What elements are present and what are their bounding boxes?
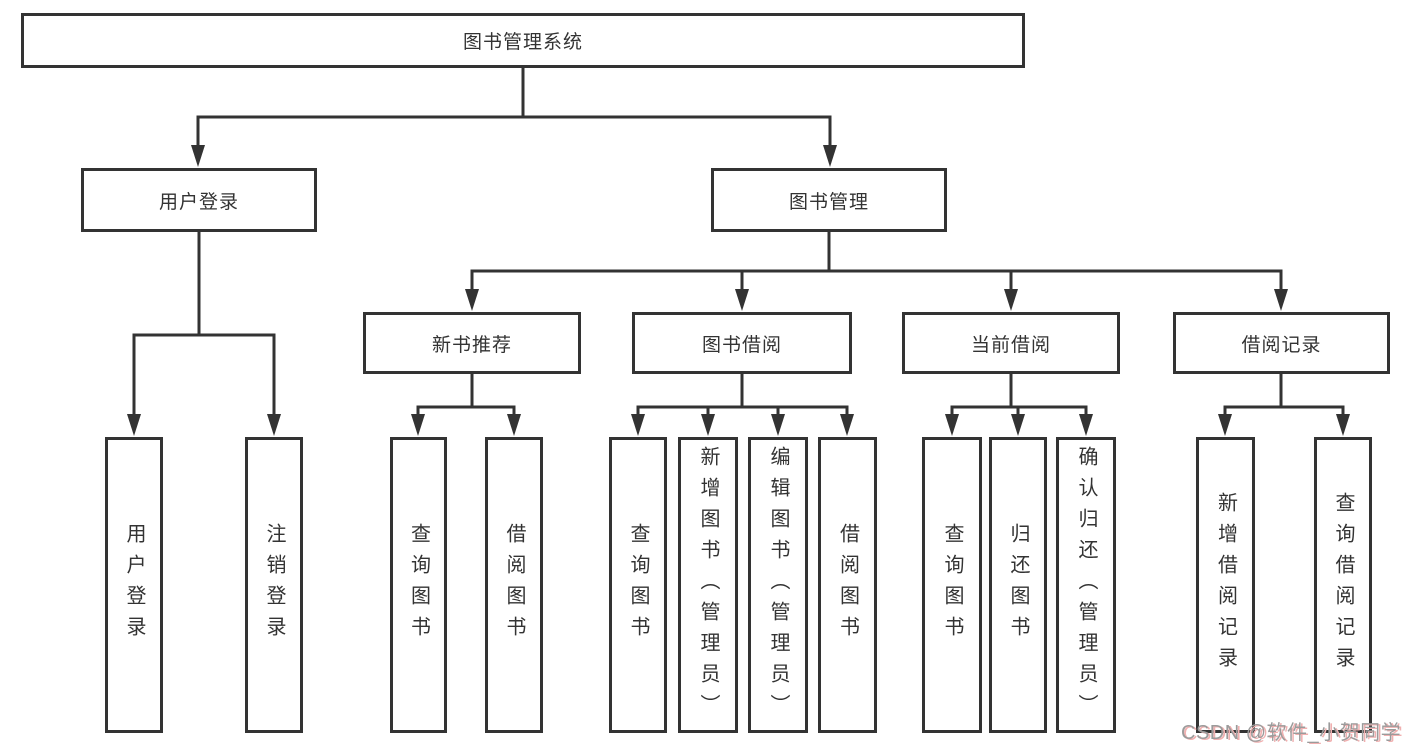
- node-label: 查询借阅记录: [1332, 492, 1354, 678]
- leaf-add-borrow-record: 新增借阅记录: [1196, 437, 1255, 733]
- leaf-confirm-return-admin: 确认归还（管理员）: [1056, 437, 1116, 733]
- node-system-root: 图书管理系统: [21, 13, 1025, 68]
- node-label: 新增图书（管理员）: [697, 445, 719, 725]
- node-label: 借阅图书: [836, 523, 859, 647]
- node-label: 用户登录: [158, 191, 239, 213]
- leaf-borrow-book-borrowing: 借阅图书: [818, 437, 877, 733]
- node-label: 当前借阅: [970, 334, 1051, 356]
- leaf-return-book: 归还图书: [989, 437, 1047, 733]
- node-book-management: 图书管理: [711, 168, 947, 232]
- leaf-add-book-admin: 新增图书（管理员）: [678, 437, 738, 733]
- node-borrowing-records: 借阅记录: [1173, 312, 1390, 374]
- leaf-edit-book-admin: 编辑图书（管理员）: [748, 437, 808, 733]
- leaf-query-book-newbook: 查询图书: [390, 437, 447, 733]
- leaf-logout: 注销登录: [245, 437, 303, 733]
- leaf-query-borrow-record: 查询借阅记录: [1314, 437, 1372, 733]
- node-label: 查询图书: [941, 523, 963, 647]
- node-label: 图书管理: [788, 191, 869, 213]
- node-label: 查询图书: [627, 523, 649, 647]
- node-label: 查询图书: [407, 523, 430, 647]
- node-label: 归还图书: [1007, 523, 1029, 647]
- leaf-borrow-book-newbook: 借阅图书: [485, 437, 543, 733]
- node-label: 图书借阅: [701, 334, 782, 356]
- node-label: 确认归还（管理员）: [1075, 445, 1097, 725]
- arrowheads: [127, 145, 1350, 436]
- node-label: 新增借阅记录: [1214, 492, 1237, 678]
- node-label: 新书推荐: [431, 334, 512, 356]
- node-user-login: 用户登录: [81, 168, 317, 232]
- node-label: 注销登录: [263, 523, 285, 647]
- node-new-book-recommend: 新书推荐: [363, 312, 581, 374]
- leaf-query-book-current: 查询图书: [922, 437, 982, 733]
- node-label: 图书管理系统: [462, 32, 583, 53]
- node-current-borrowing: 当前借阅: [902, 312, 1120, 374]
- leaf-query-book-borrowing: 查询图书: [609, 437, 667, 733]
- node-book-borrowing: 图书借阅: [632, 312, 852, 374]
- node-label: 用户登录: [123, 523, 145, 647]
- csdn-watermark: CSDN @软件_小贺同学: [1181, 722, 1402, 744]
- node-label: 借阅图书: [503, 523, 525, 647]
- node-label: 借阅记录: [1241, 334, 1322, 356]
- node-label: 编辑图书（管理员）: [767, 445, 789, 725]
- leaf-user-login: 用户登录: [105, 437, 163, 733]
